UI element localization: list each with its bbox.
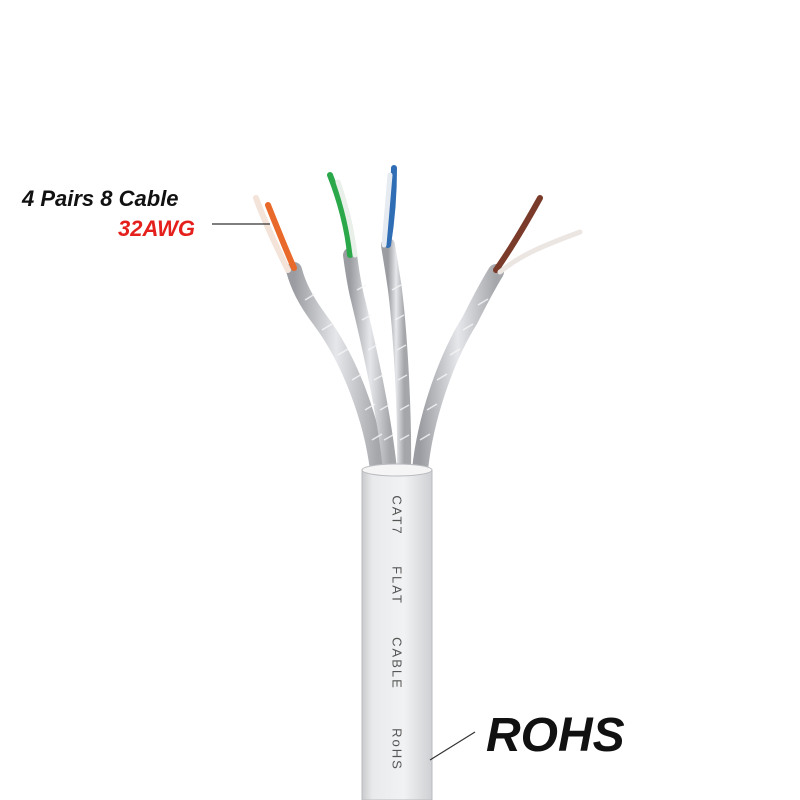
wire-blue xyxy=(385,165,397,248)
wire-blue-white xyxy=(381,172,393,248)
pair-green-foil xyxy=(343,248,397,477)
jacket-print-cable: CABLE xyxy=(389,637,405,690)
jacket-print-rohs: RoHS xyxy=(389,728,405,771)
foil-shielded-pairs xyxy=(286,238,504,478)
jacket-print-flat: FLAT xyxy=(389,566,405,605)
inner-wires xyxy=(253,165,583,275)
wire-brown-white xyxy=(497,229,583,275)
wire-orange-white xyxy=(253,195,291,273)
wire-orange xyxy=(265,202,297,271)
wire-green-white xyxy=(335,179,358,258)
wire-brown xyxy=(493,195,543,273)
rohs-label: ROHS xyxy=(486,709,625,762)
jacket-print-cat7: CAT7 xyxy=(389,495,405,536)
pairs-label: 4 Pairs 8 Cable xyxy=(22,186,179,211)
pair-blue-foil xyxy=(381,238,412,477)
wire-green xyxy=(327,172,353,258)
pair-orange-foil xyxy=(286,262,386,478)
pair-brown-foil xyxy=(412,264,504,478)
rohs-leader-line xyxy=(429,731,476,761)
cable-jacket xyxy=(361,463,433,800)
gauge-label: 32AWG xyxy=(118,216,196,241)
